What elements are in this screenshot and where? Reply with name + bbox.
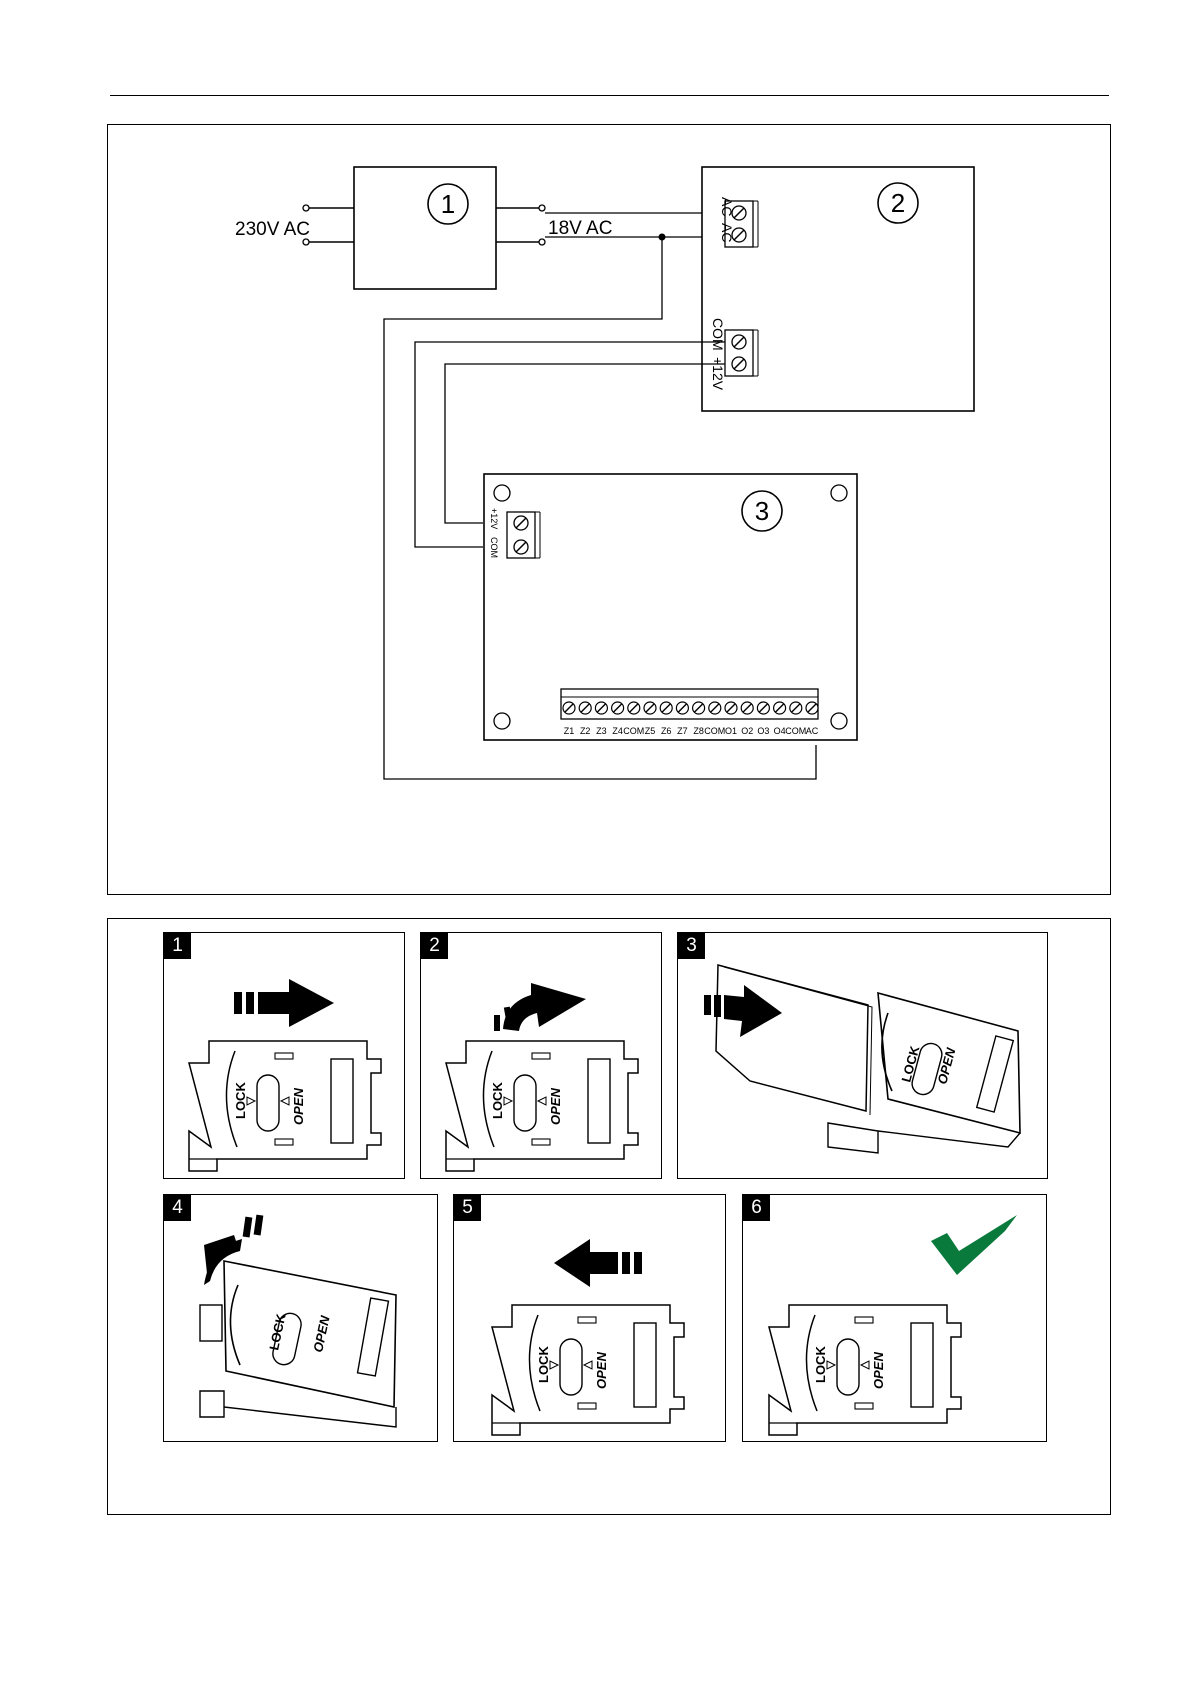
svg-text:OPEN: OPEN bbox=[594, 1352, 609, 1389]
power-terminal-block bbox=[725, 330, 758, 376]
terminal-strip-label: AC bbox=[806, 726, 819, 736]
input-voltage-label: 230V AC bbox=[235, 219, 310, 240]
terminal-ac-2-label: AC bbox=[719, 223, 735, 242]
svg-text:LOCK: LOCK bbox=[233, 1082, 248, 1119]
step-panel-3: 3 LOCK OPEN bbox=[677, 932, 1048, 1179]
terminal-strip-label: Z8 bbox=[693, 726, 704, 736]
terminal-strip-label: Z4 bbox=[612, 726, 623, 736]
step-6-illustration: LOCK OPEN bbox=[743, 1195, 1047, 1442]
terminal-strip-label: Z6 bbox=[661, 726, 672, 736]
terminal-strip-label: Z5 bbox=[645, 726, 656, 736]
step-1-illustration: LOCK OPEN bbox=[164, 933, 405, 1179]
terminal-strip-label: COM bbox=[623, 726, 644, 736]
svg-text:OPEN: OPEN bbox=[871, 1352, 886, 1389]
terminal-strip-label: Z7 bbox=[677, 726, 688, 736]
sim-card bbox=[716, 965, 872, 1115]
step-2-illustration: LOCK OPEN bbox=[421, 933, 662, 1179]
svg-text:LOCK: LOCK bbox=[536, 1346, 551, 1383]
sim-holder: LOCK OPEN bbox=[769, 1305, 961, 1435]
wiring-diagram-frame: 1 230V AC 18V AC 2 AC AC COM +12V bbox=[107, 124, 1111, 895]
sim-holder: LOCK OPEN bbox=[446, 1041, 638, 1171]
arrow-curved-right-icon bbox=[494, 983, 586, 1031]
step-panel-4: 4 LOCK OPEN bbox=[163, 1194, 438, 1442]
svg-text:LOCK: LOCK bbox=[813, 1346, 828, 1383]
terminal-strip-label: O2 bbox=[741, 726, 753, 736]
header-rule bbox=[110, 95, 1109, 96]
step-5-illustration: LOCK OPEN bbox=[454, 1195, 726, 1442]
terminal-strip-label: COM bbox=[785, 726, 806, 736]
wiring-diagram: 1 230V AC 18V AC 2 AC AC COM +12V bbox=[108, 125, 1112, 896]
terminal-strip-label: O1 bbox=[725, 726, 737, 736]
terminal-strip-label: Z3 bbox=[596, 726, 607, 736]
step-4-illustration: LOCK OPEN bbox=[164, 1195, 438, 1442]
sim-holder-closing: LOCK OPEN bbox=[200, 1261, 396, 1427]
module-terminal-com-label: COM bbox=[489, 537, 499, 558]
svg-text:OPEN: OPEN bbox=[291, 1088, 306, 1125]
svg-text:LOCK: LOCK bbox=[490, 1082, 505, 1119]
block-3-number: 3 bbox=[755, 496, 769, 526]
transformer-block bbox=[354, 167, 496, 289]
terminal-strip-label: O3 bbox=[757, 726, 769, 736]
arrow-right-icon bbox=[234, 979, 334, 1027]
terminal-com-label: COM bbox=[710, 318, 726, 351]
block-2-number: 2 bbox=[891, 188, 905, 218]
terminal-12v-label: +12V bbox=[710, 357, 726, 391]
terminal-strip-label: COM bbox=[704, 726, 725, 736]
module-terminal-12v-label: +12V bbox=[489, 508, 499, 529]
terminal-strip-label: Z2 bbox=[580, 726, 591, 736]
terminal-strip-label: O4 bbox=[774, 726, 786, 736]
checkmark-icon bbox=[931, 1215, 1017, 1275]
terminal-ac-1-label: AC bbox=[719, 197, 735, 216]
output-voltage-label: 18V AC bbox=[548, 218, 612, 239]
sim-holder: LOCK OPEN bbox=[492, 1305, 684, 1435]
arrow-left-icon bbox=[554, 1239, 642, 1287]
step-3-illustration: LOCK OPEN bbox=[678, 933, 1048, 1179]
block-1-number: 1 bbox=[441, 189, 455, 219]
module-power-terminal bbox=[507, 512, 540, 558]
svg-text:OPEN: OPEN bbox=[548, 1088, 563, 1125]
terminal-strip-label: Z1 bbox=[564, 726, 575, 736]
sim-holder: LOCK OPEN bbox=[189, 1041, 381, 1171]
